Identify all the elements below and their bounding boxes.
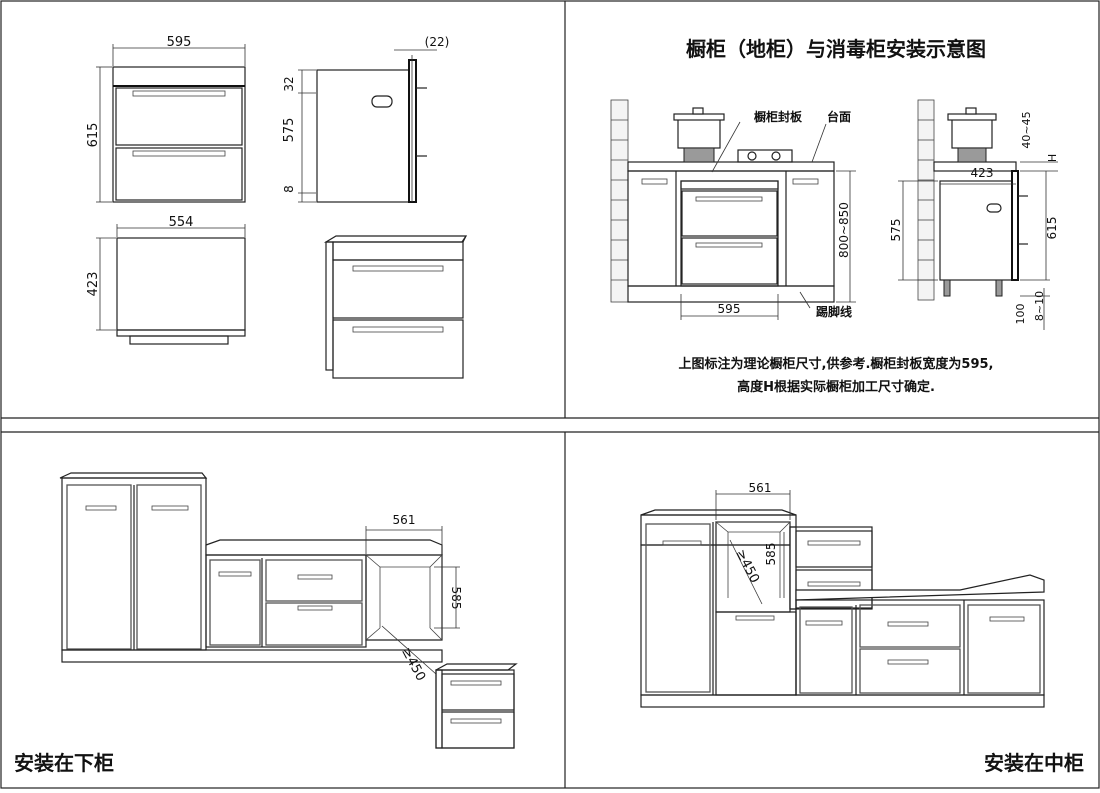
dim-cover-595: 595 <box>718 302 741 316</box>
label-cover-panel: 橱柜封板 <box>754 109 803 124</box>
side-view <box>298 49 437 203</box>
dim-body-575: 575 <box>889 219 903 242</box>
lower-dim-450: ≥450 <box>398 645 428 684</box>
dim-counter-gap: 40~45 <box>1020 111 1033 148</box>
dim-depth-423: 423 <box>971 166 994 180</box>
middle-cabinet-scene <box>640 490 1045 708</box>
middle-dim-561: 561 <box>749 481 772 495</box>
lower-dim-561: 561 <box>393 513 416 527</box>
front-view <box>96 44 246 203</box>
install-note-line1: 上图标注为理论橱柜尺寸,供参考.橱柜封板宽度为595, <box>679 356 994 372</box>
dim-plinth-100: 100 <box>1014 304 1027 325</box>
dim-height-615: 615 <box>86 123 101 148</box>
dim-clearance-8-10: 8~10 <box>1033 291 1046 321</box>
middle-caption: 安装在中柜 <box>984 751 1084 775</box>
dim-gap-22: (22) <box>425 35 450 49</box>
install-note-line2: 高度H根据实际橱柜加工尺寸确定. <box>737 379 935 395</box>
dim-cover-height-H: H <box>1046 154 1059 162</box>
perspective-view <box>323 235 468 379</box>
dim-height-32: 32 <box>282 76 296 91</box>
front-cabinet-schematic <box>610 99 856 320</box>
dim-counter-height: 800~850 <box>837 202 851 258</box>
top-view <box>96 224 246 345</box>
middle-dim-450: ≥450 <box>732 547 762 586</box>
dim-height-575: 575 <box>282 118 297 143</box>
lower-dim-585: 585 <box>449 587 463 610</box>
side-cabinet-schematic <box>898 99 1058 330</box>
dim-height-8: 8 <box>282 185 296 193</box>
dim-width-554: 554 <box>169 215 194 230</box>
label-countertop: 台面 <box>827 109 851 124</box>
install-title: 橱柜（地柜）与消毒柜安装示意图 <box>686 37 986 61</box>
dim-depth-423: 423 <box>86 272 101 297</box>
dim-body-615: 615 <box>1045 217 1059 240</box>
dim-width-595: 595 <box>167 35 192 50</box>
lower-caption: 安装在下柜 <box>14 751 114 775</box>
lower-cabinet-scene <box>59 472 518 749</box>
label-kickboard: 踢脚线 <box>816 304 852 319</box>
middle-dim-585: 585 <box>764 543 778 566</box>
